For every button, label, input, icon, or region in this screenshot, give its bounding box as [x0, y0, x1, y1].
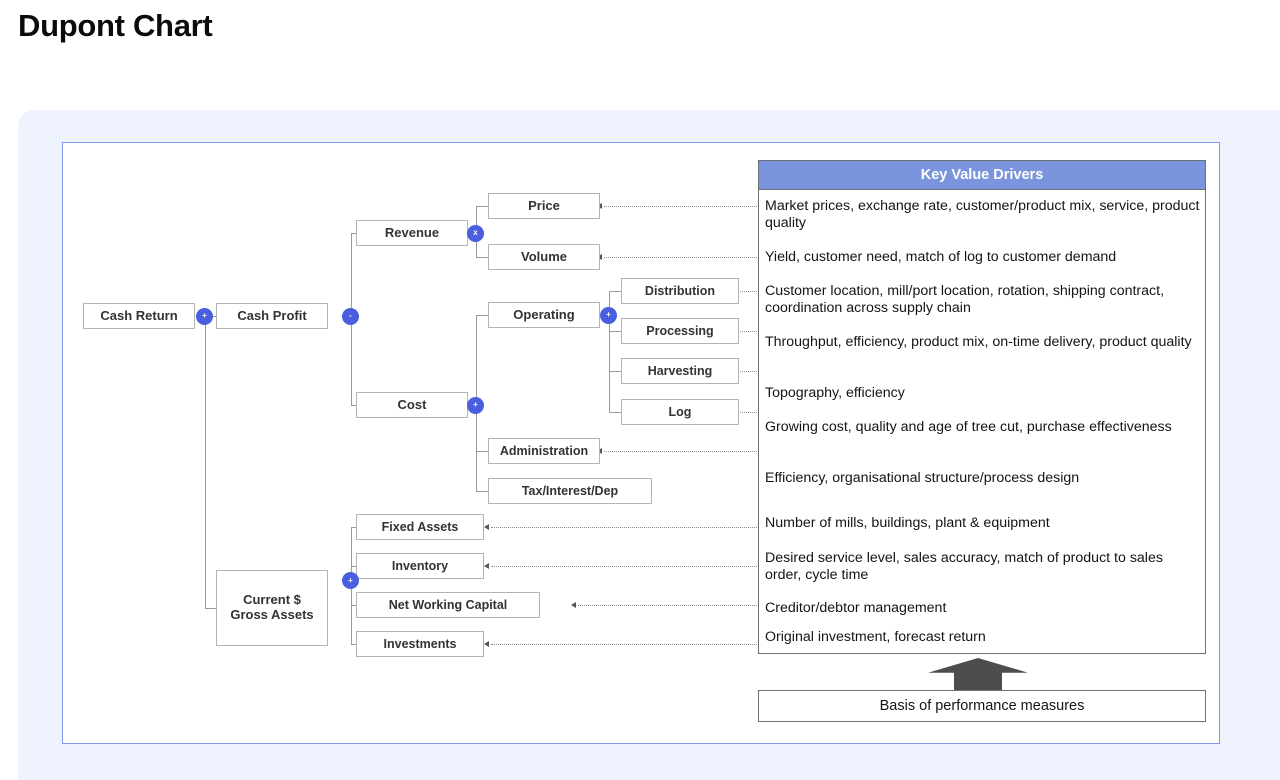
node-cost[interactable]: Cost	[356, 392, 468, 418]
dotted-link-administration	[604, 451, 759, 452]
driver-row-inventory: Desired service level, sales accuracy, m…	[765, 550, 1163, 583]
badge-revenue[interactable]: x	[467, 224, 484, 242]
connector-to-processing	[609, 331, 621, 332]
basis-of-performance-measures-box: Basis of performance measures	[758, 690, 1206, 722]
driver-row-volume: Yield, customer need, match of log to cu…	[765, 249, 1117, 265]
arrow-icon-nwc	[571, 601, 576, 608]
badge-operating[interactable]: +	[600, 306, 617, 324]
connector-to-operating	[476, 315, 488, 316]
node-processing[interactable]: Processing	[621, 318, 739, 344]
arrow-icon-fixed-assets	[484, 523, 489, 530]
connector-to-gross-assets	[205, 608, 217, 609]
node-administration[interactable]: Administration	[488, 438, 600, 464]
node-fixed-assets[interactable]: Fixed Assets	[356, 514, 484, 540]
driver-row-log: Growing cost, quality and age of tree cu…	[765, 419, 1172, 435]
node-investments[interactable]: Investments	[356, 631, 484, 657]
driver-row-price: Market prices, exchange rate, customer/p…	[765, 198, 1200, 231]
node-log[interactable]: Log	[621, 399, 739, 425]
node-current-gross-assets[interactable]: Current $ Gross Assets	[216, 570, 328, 646]
key-value-drivers-header: Key Value Drivers	[759, 161, 1205, 190]
connector-to-volume	[476, 257, 488, 258]
node-revenue[interactable]: Revenue	[356, 220, 468, 246]
driver-row-administration: Efficiency, organisational structure/pro…	[765, 470, 1080, 486]
driver-row-distribution: Customer location, mill/port location, r…	[765, 283, 1165, 316]
dotted-link-log	[738, 412, 759, 413]
dotted-link-processing	[738, 331, 759, 332]
dotted-link-investments	[491, 644, 759, 645]
node-inventory[interactable]: Inventory	[356, 553, 484, 579]
badge-current-gross-assets[interactable]: +	[342, 572, 359, 589]
node-net-working-capital[interactable]: Net Working Capital	[356, 592, 540, 618]
node-distribution[interactable]: Distribution	[621, 278, 739, 304]
key-value-drivers-panel: Key Value Drivers Market prices, exchang…	[758, 160, 1206, 654]
dotted-link-fixed-assets	[491, 527, 759, 528]
connector-to-distribution	[609, 291, 621, 292]
connector-spine-main-lower	[205, 451, 206, 609]
connector-to-price	[476, 206, 488, 207]
driver-row-fixed-assets: Number of mills, buildings, plant & equi…	[765, 515, 1050, 531]
node-cash-return[interactable]: Cash Return	[83, 303, 195, 329]
badge-cash-profit[interactable]: -	[342, 307, 359, 325]
driver-row-processing: Throughput, efficiency, product mix, on-…	[765, 334, 1192, 350]
badge-cash-return[interactable]: +	[196, 307, 213, 325]
dotted-link-price	[604, 206, 759, 207]
arrow-icon-investments	[484, 640, 489, 647]
arrow-icon-inventory	[484, 562, 489, 569]
node-price[interactable]: Price	[488, 193, 600, 219]
dotted-link-distribution	[738, 291, 759, 292]
node-volume[interactable]: Volume	[488, 244, 600, 270]
driver-row-net-working-capital: Creditor/debtor management	[765, 600, 947, 616]
dotted-link-nwc	[578, 605, 759, 606]
node-operating[interactable]: Operating	[488, 302, 600, 328]
key-value-drivers-body: Market prices, exchange rate, customer/p…	[759, 190, 1205, 653]
driver-row-investments: Original investment, forecast return	[765, 629, 986, 645]
dotted-link-volume	[604, 257, 759, 258]
connector-to-log	[609, 412, 621, 413]
page-title: Dupont Chart	[18, 8, 213, 43]
node-tax-interest-dep[interactable]: Tax/Interest/Dep	[488, 478, 652, 504]
driver-row-harvesting: Topography, efficiency	[765, 385, 905, 401]
dotted-link-harvesting	[738, 371, 759, 372]
node-harvesting[interactable]: Harvesting	[621, 358, 739, 384]
connector-to-administration	[476, 451, 488, 452]
connector-to-tax	[476, 491, 488, 492]
node-cash-profit[interactable]: Cash Profit	[216, 303, 328, 329]
badge-cost[interactable]: +	[467, 396, 484, 414]
connector-to-harvesting	[609, 371, 621, 372]
connector-spine-operating	[609, 291, 610, 413]
dotted-link-inventory	[491, 566, 759, 567]
